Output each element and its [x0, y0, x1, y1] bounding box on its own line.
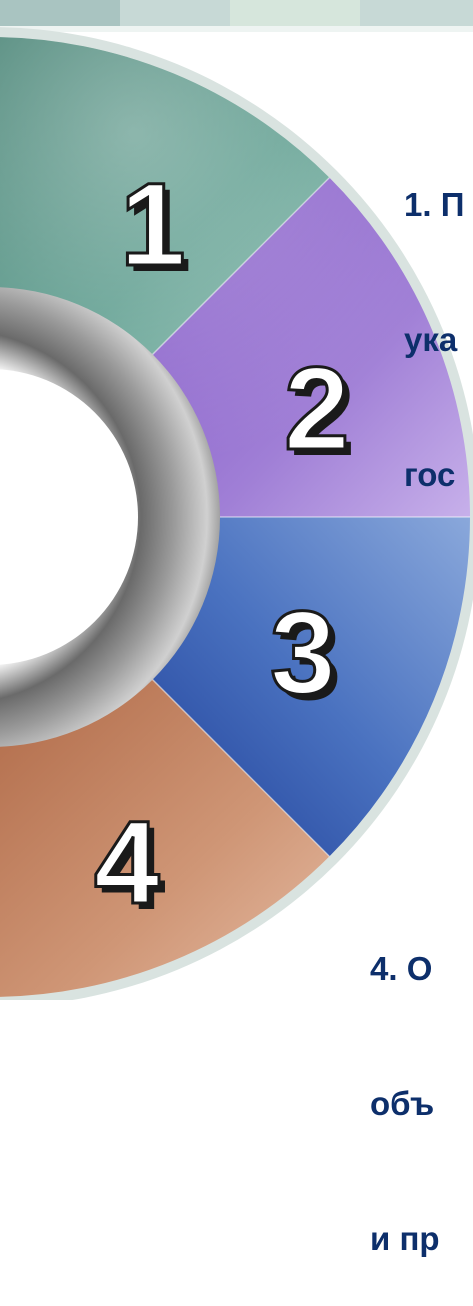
segment-2-number: 2	[284, 343, 350, 475]
caption-4-line-2: объ	[370, 1081, 440, 1126]
segment-3-number: 3	[270, 587, 336, 719]
caption-1-line-2: ука	[404, 317, 464, 362]
caption-1-line-3: гос	[404, 452, 464, 497]
segment-1-number: 1	[120, 159, 186, 291]
caption-4-line-3: и пр	[370, 1216, 440, 1261]
caption-item-1: 1. П ука гос	[404, 92, 464, 542]
segment-4-number: 4	[94, 797, 160, 929]
caption-1-line-1: 1. П	[404, 182, 464, 227]
caption-item-4: 4. О объ и пр	[370, 856, 440, 1306]
ring-diagram: 1 1 2 2 3 3 4 4	[0, 0, 473, 1000]
caption-4-line-1: 4. О	[370, 946, 440, 991]
